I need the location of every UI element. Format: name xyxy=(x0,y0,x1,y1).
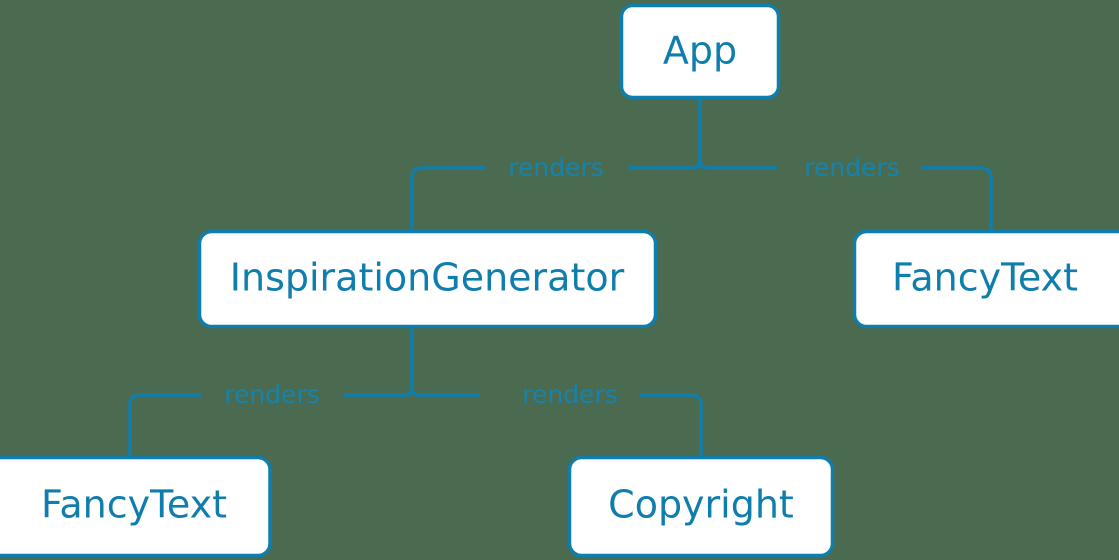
node-inspirationgenerator-box[interactable] xyxy=(197,229,658,329)
edge-label-app-fancytext: renders xyxy=(804,153,900,182)
edge-app-to-inspiration-left-seg xyxy=(410,166,485,230)
node-fancytext-right-box[interactable] xyxy=(852,229,1119,329)
edge-app-to-fancytext-left-seg xyxy=(698,159,778,170)
node-fancytext-right-label: FancyText xyxy=(892,256,1078,300)
node-fancytext-bottom-box[interactable] xyxy=(0,455,272,558)
edge-app-to-inspiration-right-seg xyxy=(628,158,702,170)
edge-inspiration-to-copyright-right-seg xyxy=(640,393,703,456)
node-fancytext-bottom-label: FancyText xyxy=(41,483,227,527)
edge-group-inspiration xyxy=(128,328,703,456)
edge-inspiration-to-fancytext-left-seg xyxy=(128,393,202,456)
edge-app-to-fancytext-right-seg xyxy=(922,166,993,230)
edge-inspiration-to-copyright-left-seg xyxy=(410,387,480,397)
node-inspirationgenerator[interactable]: InspirationGenerator xyxy=(197,229,658,329)
edge-label-app-inspiration: renders xyxy=(508,153,604,182)
node-copyright-label: Copyright xyxy=(608,483,794,527)
edge-label-inspiration-fancytext: renders xyxy=(224,380,320,409)
node-inspirationgenerator-label: InspirationGenerator xyxy=(230,256,625,300)
node-app[interactable]: App xyxy=(619,3,781,100)
node-copyright-box[interactable] xyxy=(567,455,835,558)
node-app-box[interactable] xyxy=(619,3,781,100)
edge-label-inspiration-copyright: renders xyxy=(522,380,618,409)
node-copyright[interactable]: Copyright xyxy=(567,455,835,558)
edge-inspiration-to-fancytext-right-seg xyxy=(344,387,414,397)
edge-group-app xyxy=(410,99,993,230)
node-fancytext-bottom[interactable]: FancyText xyxy=(0,455,272,558)
node-fancytext-right[interactable]: FancyText xyxy=(852,229,1119,329)
node-app-label: App xyxy=(663,29,737,73)
